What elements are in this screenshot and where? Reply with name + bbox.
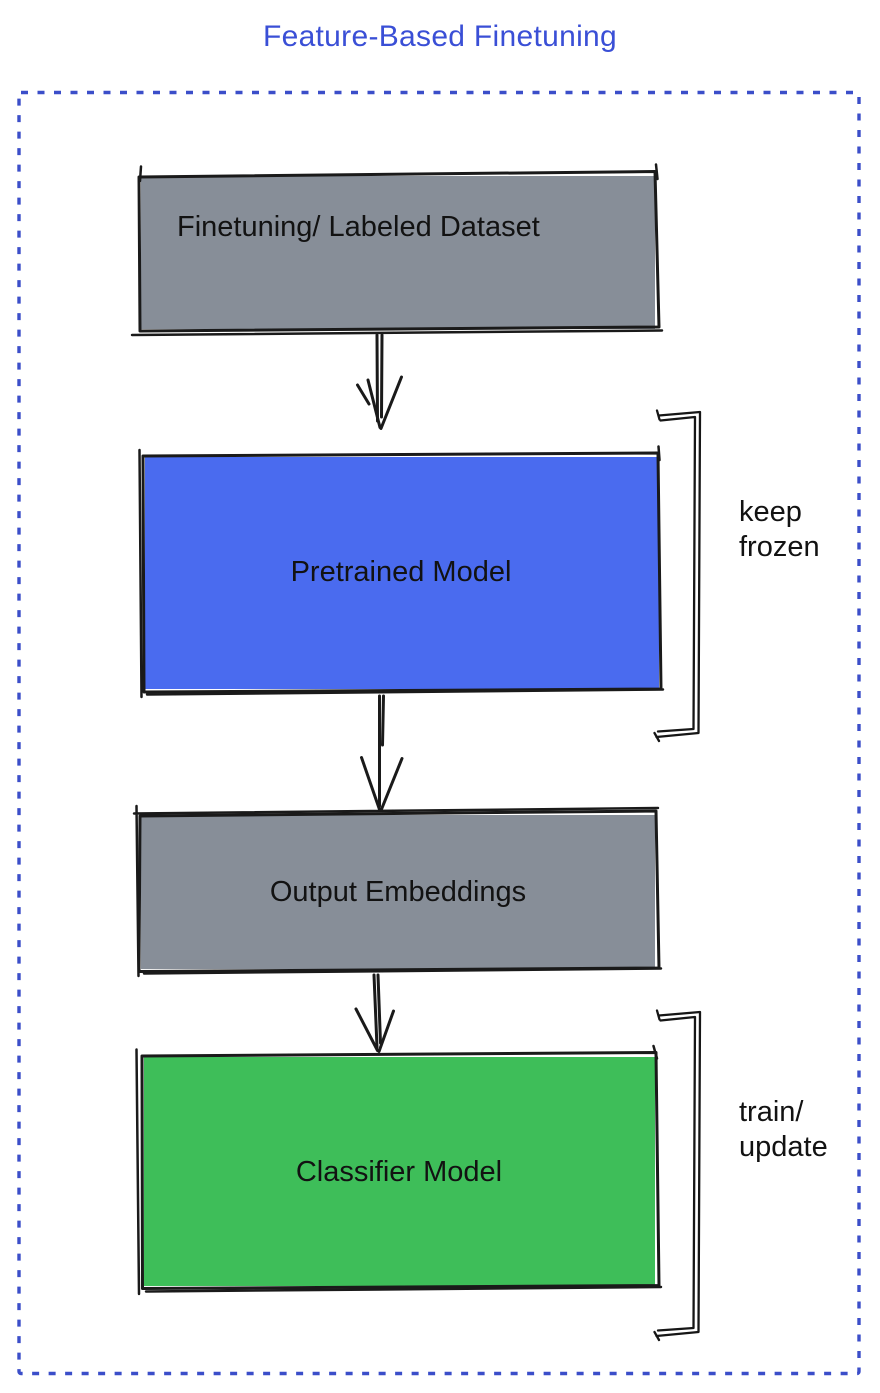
arrow-embeddings-to-classifier (354, 973, 395, 1053)
bracket-inner (656, 415, 697, 733)
arrow-shaft (378, 694, 385, 808)
node-finetuning-dataset (130, 163, 664, 337)
node-output-embeddings-fill (141, 815, 655, 969)
node-finetuning-dataset-fill (141, 176, 655, 329)
arrow-head (354, 1007, 395, 1053)
arrow-shaft (375, 333, 384, 423)
arrow-head (360, 756, 404, 812)
node-classifier-model-sketch (135, 1044, 663, 1296)
node-classifier-model-border (140, 1051, 661, 1290)
bracket-outer (655, 1010, 702, 1338)
bracket-inner (656, 1015, 697, 1332)
bracket-outer (655, 410, 702, 739)
node-finetuning-dataset-sketch (130, 163, 664, 337)
node-label-output-embeddings: Output Embeddings (269, 876, 527, 908)
node-pretrained-model (138, 445, 665, 699)
arrow-shaft (372, 973, 382, 1049)
arrow-pretrained-to-embeddings (360, 694, 404, 812)
node-output-embeddings (132, 804, 663, 978)
node-pretrained-model-sketch (138, 445, 665, 699)
node-classifier-model (135, 1044, 663, 1296)
annotation-train-update: train/ update (739, 1095, 828, 1165)
node-classifier-model-fill (144, 1057, 655, 1286)
node-output-embeddings-sketch (132, 804, 663, 978)
annotation-keep-frozen: keep frozen (739, 495, 820, 565)
diagram-title: Feature-Based Finetuning (262, 20, 618, 53)
node-pretrained-model-fill (145, 457, 659, 689)
node-finetuning-dataset-border (137, 170, 661, 333)
node-label-pretrained-model: Pretrained Model (290, 556, 512, 588)
bracket-keep-frozen (653, 409, 702, 743)
annotation-line: train/ (739, 1096, 804, 1128)
annotation-line: update (739, 1131, 828, 1163)
arrow-dataset-to-pretrained (356, 333, 403, 430)
node-label-classifier-model: Classifier Model (295, 1156, 503, 1188)
arrow-head (356, 375, 403, 430)
annotation-line: frozen (739, 531, 820, 563)
bracket-train-update (653, 1009, 702, 1342)
node-label-finetuning-dataset: Finetuning/ Labeled Dataset (177, 211, 540, 243)
bracket-serifs (653, 409, 661, 743)
annotation-line: keep (739, 496, 802, 528)
dashed-border-frame (17, 90, 861, 1376)
bracket-serifs (653, 1009, 661, 1342)
